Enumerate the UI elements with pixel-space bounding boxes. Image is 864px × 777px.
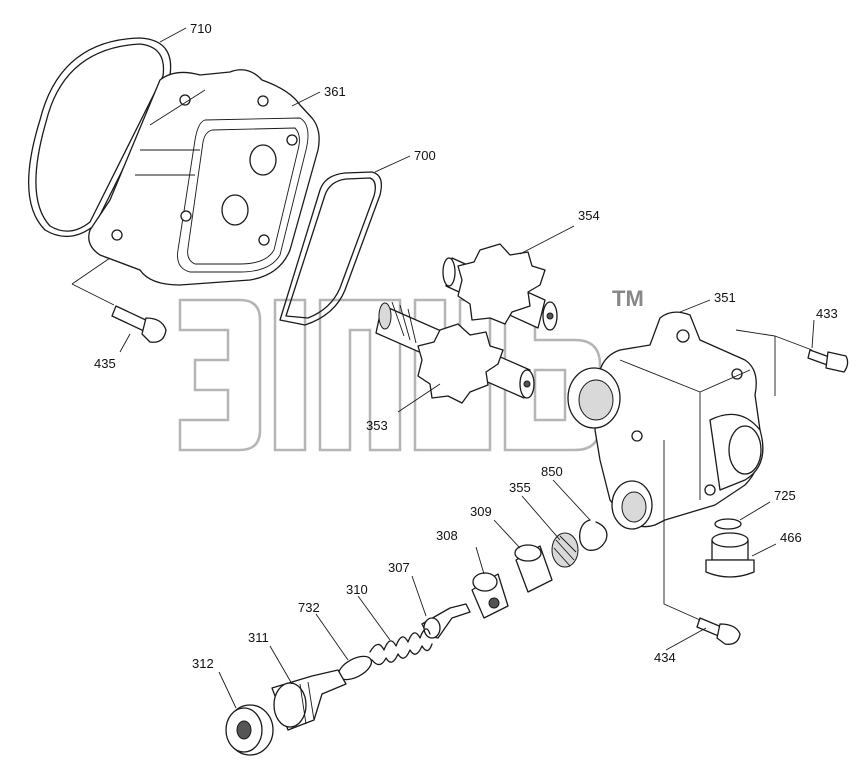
part-312-nut xyxy=(225,704,274,756)
watermark-logo xyxy=(178,298,602,452)
callout-850: 850 xyxy=(541,464,563,479)
callout-732: 732 xyxy=(298,600,320,615)
callout-435: 435 xyxy=(94,356,116,371)
part-355-filter xyxy=(551,532,579,568)
callout-312: 312 xyxy=(192,656,214,671)
callout-700: 700 xyxy=(414,148,436,163)
callout-434: 434 xyxy=(654,650,676,665)
callout-361: 361 xyxy=(324,84,346,99)
part-351-pump-body xyxy=(567,311,764,530)
callout-466: 466 xyxy=(780,530,802,545)
part-433-bolt xyxy=(807,349,849,373)
callout-307: 307 xyxy=(388,560,410,575)
part-850-snap-ring xyxy=(579,519,608,551)
part-309-sleeve xyxy=(514,544,553,593)
callout-433: 433 xyxy=(816,306,838,321)
callout-351: 351 xyxy=(714,290,736,305)
part-353-gear-shaft xyxy=(375,301,535,404)
trademark-symbol: TM xyxy=(612,286,644,311)
callout-355: 355 xyxy=(509,480,531,495)
callout-710: 710 xyxy=(190,21,212,36)
callout-310: 310 xyxy=(346,582,368,597)
part-307-poppet xyxy=(421,603,471,639)
part-700-gasket xyxy=(279,171,383,326)
callout-309: 309 xyxy=(470,504,492,519)
callout-311: 311 xyxy=(248,630,269,645)
callout-308: 308 xyxy=(436,528,458,543)
part-354-gear-shaft xyxy=(442,243,558,331)
part-725-o-ring xyxy=(714,518,742,530)
part-361-housing xyxy=(88,69,320,286)
part-466-plug xyxy=(705,532,755,578)
callout-353: 353 xyxy=(366,418,388,433)
part-310-spring xyxy=(369,628,433,666)
part-435-bolt xyxy=(111,305,167,343)
callout-354: 354 xyxy=(578,208,600,223)
callout-labels: 710 361 700 354 351 433 435 353 850 355 … xyxy=(94,21,838,671)
callout-725: 725 xyxy=(774,488,796,503)
leader-lines xyxy=(71,27,815,709)
part-434-bolt xyxy=(696,617,741,645)
part-311-valve-body xyxy=(271,669,347,731)
part-308-valve-seat xyxy=(471,572,509,619)
